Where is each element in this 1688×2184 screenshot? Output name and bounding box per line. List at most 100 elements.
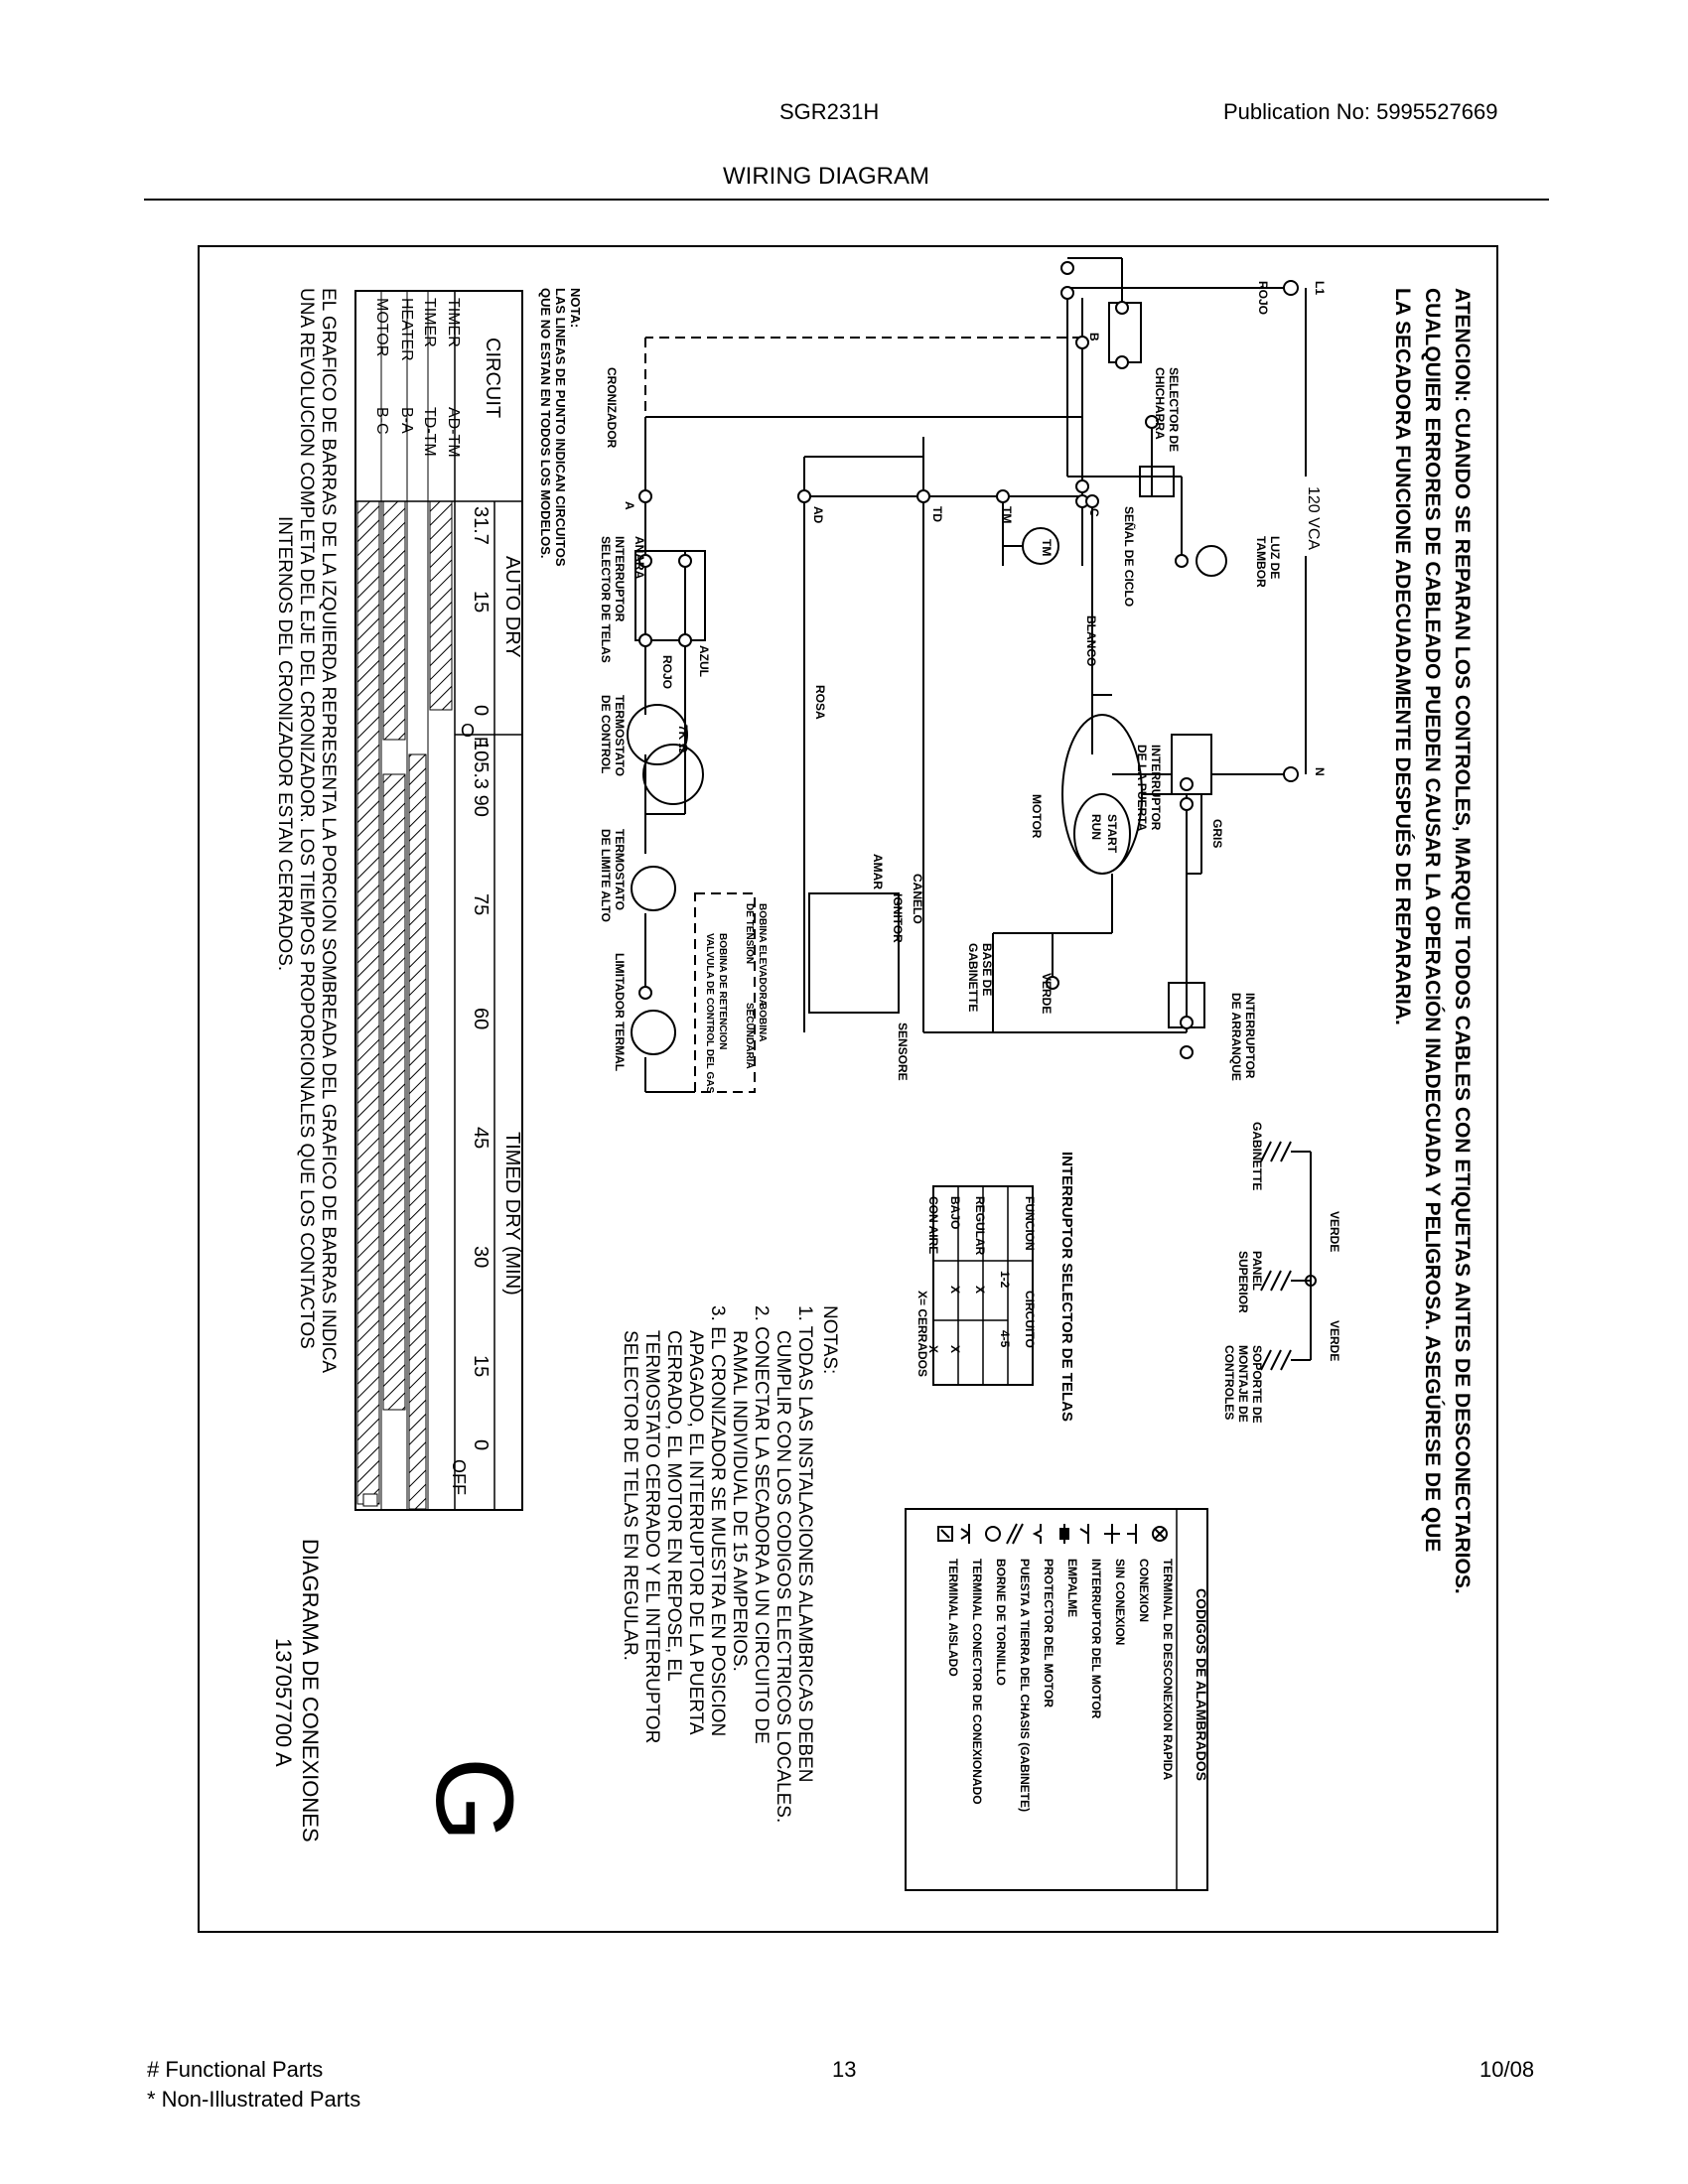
terminal-b: B — [1087, 333, 1101, 341]
control-thermostat-label: TERMOSTATO — [613, 695, 627, 776]
warning-line-3: LA SECADORA FUNCIONE ADECUADAMENTE DESPU… — [1391, 288, 1414, 1025]
verde-label: VERDE — [1040, 973, 1054, 1014]
high-limit-label-2: DE LIMITE ALTO — [599, 829, 613, 922]
diagram-letter: G — [413, 1757, 535, 1843]
ground-labels: VERDE VERDE GABINETTE PANEL SUPERIOR SOP… — [1222, 1122, 1341, 1424]
note-3b: APAGADO, EL INTERRUPTOR DE LA PUERTA — [685, 1330, 706, 1735]
selector-table-title: INTERRUPTOR SELECTOR DE TELAS — [1058, 1152, 1075, 1422]
dotted-note-line-2: QUE NO ESTAN EN TODOS LOS MODELOS. — [538, 288, 553, 559]
motor-label: MOTOR — [1030, 794, 1044, 839]
gris-label: GRIS — [1210, 819, 1224, 848]
diagram-name: DIAGRAMA DE CONEXIONES — [298, 1539, 323, 1843]
ignitor-label: IGNITOR — [891, 893, 905, 943]
bar-explain-1: EL GRAFICO DE BARRAS DE LA IZQUIERDA REP… — [318, 288, 339, 1373]
legend-chassis-ground: PUESTA A TIERRA DEL CHASIS (GABINETE) — [1018, 1559, 1032, 1812]
legend-harness-connector: TERMINAL CONECTOR DE CONEXIONADO — [970, 1559, 984, 1805]
schematic-labels: L1 ROJO N 120 VCA LUZ DE TAMBOR SELECTOR… — [599, 281, 1327, 1093]
cabinet-base-label-2: GABINETTE — [966, 943, 980, 1012]
note-3e: SELECTOR DE TELAS EN REGULAR. — [620, 1330, 640, 1661]
start-switch-label: INTERRUPTOR — [1243, 993, 1257, 1079]
publication-number: Publication No: 5995527669 — [1223, 99, 1498, 124]
functional-parts-note: # Functional Parts — [147, 2057, 324, 2082]
legend-screw-terminal: BORNE DE TORNILLO — [994, 1559, 1008, 1686]
note-3c: CERRADO, EL MOTOR EN REPOSE, EL — [663, 1330, 684, 1682]
timer-motor-label: TM — [1040, 539, 1054, 556]
cabinet-ground-label: GABINETTE — [1250, 1122, 1264, 1190]
model-number: SGR231H — [779, 99, 880, 124]
resistor-label: 7K Ω — [676, 725, 690, 753]
row-regular: REGULAR — [973, 1196, 987, 1256]
timed-mark-105-90: 105.3 90 — [470, 740, 492, 817]
schematic — [627, 257, 1307, 1093]
row-regular-a: X — [973, 1286, 987, 1294]
door-switch-label-2: DE LA PUERTA — [1135, 745, 1149, 832]
legend-quick-disconnect: TERMINAL DE DESCONEXION RAPIDA — [1161, 1559, 1175, 1780]
buzzer-selector-label-2: CHICHARRA — [1153, 367, 1167, 440]
thermal-limiter-label: LIMITADOR TERMAL — [613, 953, 627, 1071]
timed-dry-header: TIMED DRY (MIN) — [501, 1132, 523, 1296]
diagram-frame — [198, 245, 1498, 1933]
page-number: 13 — [832, 2057, 857, 2082]
row-bajo-a: X — [948, 1286, 962, 1294]
terminal-c: C — [1087, 508, 1101, 517]
l1-label: L1 — [1313, 281, 1327, 295]
legend-box: CODIGOS DE ALAMBRADOS TERMINAL DE DESCON… — [905, 1508, 1209, 1891]
row-heater-code: B-A — [398, 407, 415, 434]
circuit-1-2: 1-2 — [998, 1271, 1012, 1289]
fabric-selector-label-2: SELECTOR DE TELAS — [599, 536, 613, 663]
blanco-label: BLANCO — [1084, 615, 1098, 666]
ground-wire-1: VERDE — [1328, 1211, 1341, 1252]
non-illustrated-parts-note: * Non-Illustrated Parts — [147, 2087, 361, 2112]
ground-wire-2: VERDE — [1328, 1320, 1341, 1361]
rojo-label: ROJO — [1256, 281, 1270, 315]
terminals — [638, 261, 1194, 1059]
secondary-coil-label: BOBINA — [757, 1003, 768, 1041]
buzzer-selector-label: SELECTOR DE — [1167, 367, 1181, 452]
row-bajo: BAJO — [948, 1196, 962, 1229]
cabinet-base-label: BASE DE — [980, 943, 994, 996]
row-timer-ad: TIMER — [445, 298, 462, 347]
row-con-aire: CON AIRE — [926, 1196, 940, 1254]
timed-mark-45: 45 — [470, 1127, 492, 1149]
top-panel-label: PANEL — [1250, 1251, 1264, 1291]
booster-coil-label-2: DE TENSION — [744, 903, 755, 964]
timed-mark-75: 75 — [470, 893, 492, 915]
legend-motor-protector: PROTECTOR DEL MOTOR — [1042, 1559, 1055, 1707]
holding-coil-label-2: VALVULA DE CONTROL DEL GAS — [704, 933, 715, 1093]
note-1a: 1. TODAS LAS INSTALACIONES ALAMBRICAS DE… — [794, 1305, 815, 1782]
selector-legend: X= CERRADOS — [915, 1291, 929, 1377]
legend-no-connection: SIN CONEXION — [1113, 1559, 1127, 1645]
drum-light-label-2: TAMBOR — [1254, 536, 1268, 588]
function-header: FUNCION — [1023, 1196, 1037, 1251]
fabric-selector-table: INTERRUPTOR SELECTOR DE TELAS FUNCION CI… — [915, 1152, 1075, 1422]
auto-mark-15: 15 — [470, 591, 492, 613]
timed-off: OFF — [449, 1459, 469, 1495]
bar-explain-2: UNA REVOLUCION COMPLETA DEL EJE DEL CRON… — [296, 288, 317, 1349]
circuit-header: CIRCUITO — [1023, 1291, 1037, 1348]
cycle-signal-label: SEÑAL DE CICLO — [1122, 506, 1137, 607]
auto-mark-0: 0 — [470, 705, 492, 716]
ground-symbols — [1260, 1141, 1317, 1371]
secondary-coil-label-2: SECUNDARIA — [744, 1003, 755, 1069]
top-panel-label-2: SUPERIOR — [1236, 1251, 1250, 1313]
timed-mark-15: 15 — [470, 1355, 492, 1377]
booster-coil-label: BOBINA ELEVADORA — [757, 903, 768, 1007]
bar-explain-3: INTERNOS DEL CRONIZADOR ESTAN CERRADOS. — [274, 516, 295, 971]
dotted-note: NOTA: LAS LINEAS DE PUNTO INDICAN CIRCUI… — [538, 288, 583, 567]
row-timer-td-code: TD-TM — [421, 407, 438, 457]
diagram-number: 137057700 A — [271, 1638, 296, 1767]
diagram-id: DIAGRAMA DE CONEXIONES 137057700 A G — [271, 1539, 535, 1843]
notes: NOTAS: 1. TODAS LAS INSTALACIONES ALAMBR… — [620, 1305, 840, 1823]
drum-light-label: LUZ DE — [1268, 536, 1282, 579]
terminal-ad: AD — [811, 506, 825, 524]
publication-date: 10/08 — [1479, 2057, 1535, 2082]
amar-label: AMAR — [871, 854, 885, 889]
warning-line-2: CUALQUIER ERRORES DE CABLEADO PUEDEN CAU… — [1421, 288, 1445, 1552]
notes-title: NOTAS: — [819, 1305, 840, 1374]
auto-off-f1: F — [471, 737, 491, 748]
start-switch-label-2: DE ARRANQUE — [1229, 993, 1243, 1081]
bar-explanation: EL GRAFICO DE BARRAS DE LA IZQUIERDA REP… — [274, 288, 339, 1373]
terminal-tm: TM — [1000, 506, 1014, 523]
row-timer-td: TIMER — [421, 298, 438, 347]
